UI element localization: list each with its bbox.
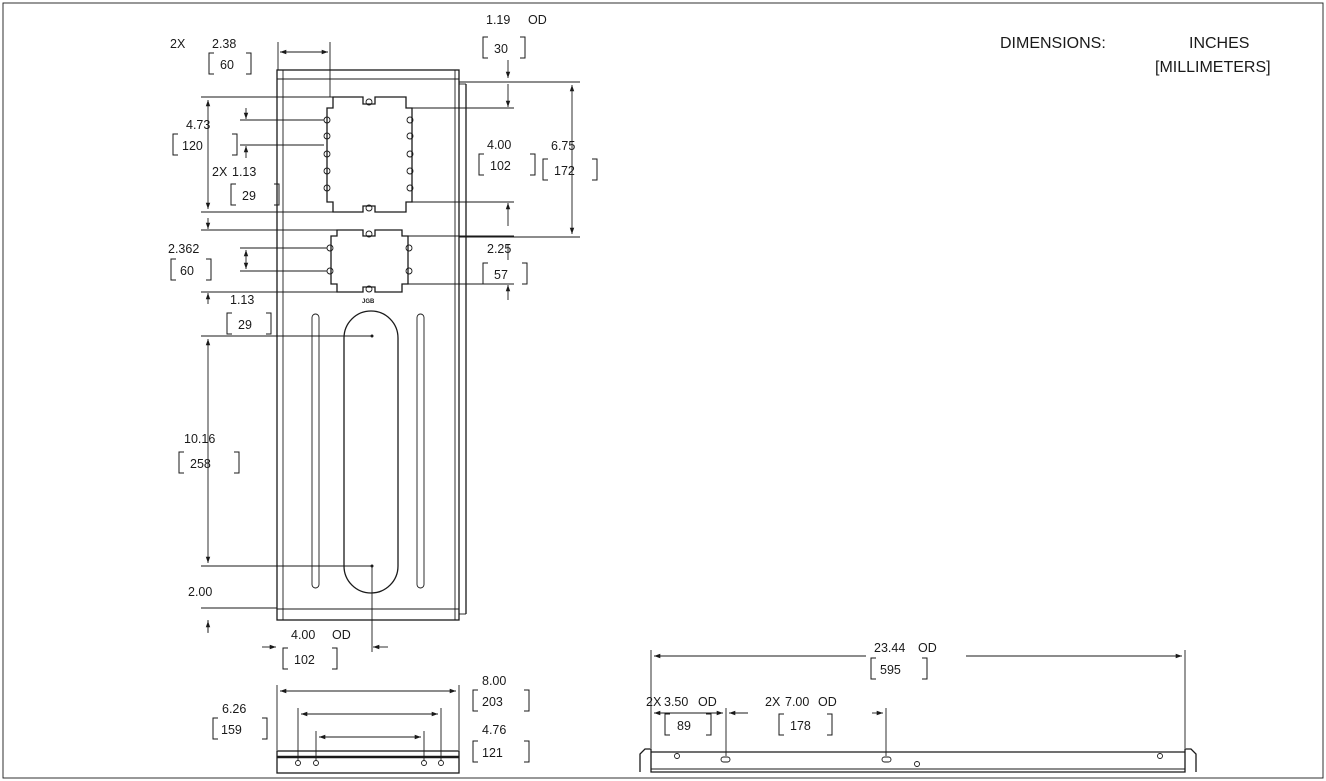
svg-text:2X: 2X [765,695,781,709]
bottom-view: 8.00 203 6.26 159 4.76 121 [212,674,530,774]
svg-text:OD: OD [332,628,351,642]
center-slot [343,310,399,594]
svg-text:4.00: 4.00 [487,138,511,152]
dim-2-00: 2.00 [188,585,277,633]
svg-text:OD: OD [528,13,547,27]
svg-text:10.16: 10.16 [184,432,215,446]
svg-text:2X: 2X [646,695,662,709]
svg-text:2.00: 2.00 [188,585,212,599]
dim-2x-7-00-od: 2X 7.00 OD 178 [765,695,887,756]
dim-1-13: 1.13 29 [226,293,272,335]
svg-text:29: 29 [238,318,252,332]
dim-4-76: 4.76 121 [315,723,530,763]
svg-text:172: 172 [554,164,575,178]
dim-6-75: 6.75 172 [459,81,598,238]
svg-text:121: 121 [482,746,503,760]
svg-text:2.362: 2.362 [168,242,199,256]
svg-text:8.00: 8.00 [482,674,506,688]
svg-text:OD: OD [918,641,937,655]
part-mark: JGB [362,299,375,305]
svg-text:6.26: 6.26 [222,702,246,716]
side-view: 23.44 OD 595 2X 3.50 OD 89 2X 7.00 OD 17… [639,641,1197,773]
svg-text:595: 595 [880,663,901,677]
svg-text:1.19: 1.19 [486,13,510,27]
svg-text:258: 258 [190,457,211,471]
dim-8-00: 8.00 203 [276,674,530,750]
dim-23-44-od: 23.44 OD 595 [650,641,1186,748]
svg-text:102: 102 [294,653,315,667]
svg-text:159: 159 [221,723,242,737]
lower-connector-cutout [330,229,409,293]
units-millimeters: [MILLIMETERS] [1155,59,1271,76]
dim-width-2x-2-38: 2X 2.38 60 [170,37,331,97]
dim-4-00: 4.00 102 [412,84,536,226]
svg-text:2X: 2X [170,37,186,51]
dim-2-25: 2.25 57 [408,235,528,300]
dim-2x-1-13: 2X 1.13 29 [212,108,324,206]
svg-text:2.38: 2.38 [212,37,236,51]
right-slot [416,313,425,589]
svg-text:89: 89 [677,719,691,733]
upper-connector-cutout [326,96,413,213]
svg-text:4.00: 4.00 [291,628,315,642]
dim-4-73: 4.73 120 [172,96,333,213]
units-note: DIMENSIONS: INCHES [MILLIMETERS] [1000,35,1271,76]
svg-text:4.76: 4.76 [482,723,506,737]
svg-text:102: 102 [490,159,511,173]
svg-text:30: 30 [494,42,508,56]
svg-text:2X: 2X [212,165,228,179]
svg-text:120: 120 [182,139,203,153]
svg-text:4.73: 4.73 [186,118,210,132]
svg-text:1.13: 1.13 [230,293,254,307]
dim-1-19-od: 1.19 OD 30 [482,13,547,78]
svg-text:7.00: 7.00 [785,695,809,709]
dim-4-00-od: 4.00 OD 102 [262,566,388,670]
dimensions-label: DIMENSIONS: [1000,35,1106,52]
units-inches: INCHES [1189,35,1249,52]
dim-2-362: 2.362 60 [168,218,337,304]
svg-text:2.25: 2.25 [487,242,511,256]
dim-10-16: 10.16 258 [178,334,374,568]
svg-text:60: 60 [180,264,194,278]
front-view: JGB 2X 2.38 60 1.19 OD 30 4.73 [168,13,598,670]
dim-2x-3-50-od: 2X 3.50 OD 89 [646,695,748,756]
svg-text:3.50: 3.50 [664,695,688,709]
svg-text:OD: OD [818,695,837,709]
svg-text:60: 60 [220,58,234,72]
svg-text:178: 178 [790,719,811,733]
svg-text:57: 57 [494,268,508,282]
side-profile [639,748,1197,773]
svg-text:203: 203 [482,695,503,709]
left-slot [311,313,320,589]
svg-text:29: 29 [242,189,256,203]
svg-text:6.75: 6.75 [551,139,575,153]
svg-text:OD: OD [698,695,717,709]
dim-6-26: 6.26 159 [212,702,442,760]
bottom-outline [276,750,460,774]
svg-text:23.44: 23.44 [874,641,905,655]
svg-text:1.13: 1.13 [232,165,256,179]
panel-outline [276,69,460,621]
